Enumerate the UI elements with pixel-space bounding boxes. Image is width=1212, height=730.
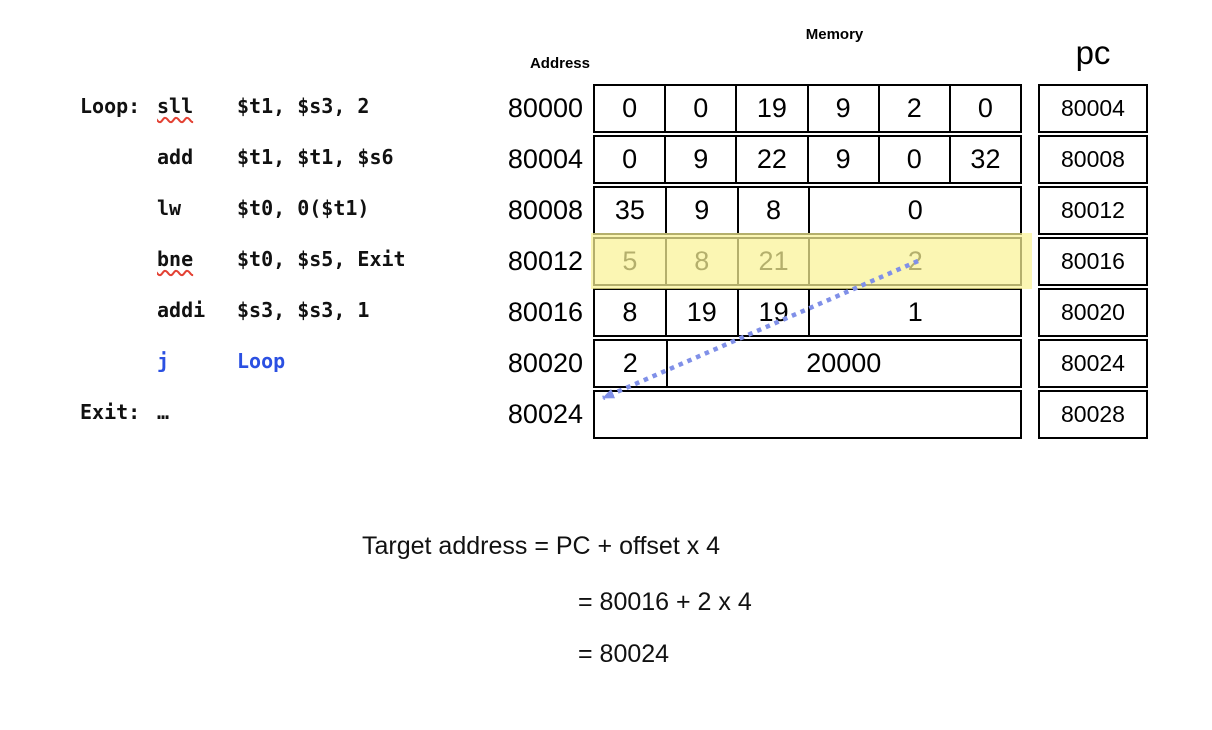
code-line-j: j Loop (80, 335, 406, 386)
memory-cell: 2 (877, 86, 949, 131)
operands-add: $t1, $t1, $s6 (237, 144, 394, 169)
memory-row-80008: 80008 35 9 8 0 (482, 186, 1022, 235)
address-label: 80004 (507, 144, 583, 174)
memory-cell: 0 (877, 137, 949, 182)
code-line-lw: lw $t0, 0($t1) (80, 182, 406, 233)
pc-value: 80028 (1038, 390, 1148, 439)
exit-ellipsis: … (157, 399, 170, 424)
memory-cell: 9 (664, 188, 737, 233)
memory-cell: 0 (808, 188, 1020, 233)
pc-column: 80004 80008 80012 80016 80020 80024 8002… (1038, 84, 1148, 441)
memory-cell: 0 (622, 144, 638, 174)
pc-value: 80020 (1038, 288, 1148, 337)
pc-column-title: pc (1075, 34, 1111, 71)
opcode-sll: sll (157, 93, 194, 118)
memory-cell: 20000 (665, 341, 1021, 386)
opcode-bne: bne (157, 246, 194, 271)
memory-cell-branch-offset: 2 (808, 239, 1020, 284)
memory-cell: 0 (948, 86, 1020, 131)
pc-value: 80004 (1038, 84, 1148, 133)
address-label: 80024 (507, 399, 583, 429)
code-line-addi: addi $s3, $s3, 1 (80, 284, 406, 335)
address-label: 80012 (507, 246, 583, 276)
memory-cell: 5 (622, 246, 638, 276)
memory-title: Memory (805, 26, 864, 43)
pc-value: 80024 (1038, 339, 1148, 388)
address-label: 80016 (507, 297, 583, 327)
memory-cell: 2 (622, 348, 638, 378)
memory-row-80024: 80024 (482, 390, 1022, 439)
formula-line-3: = 80024 (578, 640, 670, 668)
pc-value: 80016 (1038, 237, 1148, 286)
code-line-bne: bne $t0, $s5, Exit (80, 233, 406, 284)
address-label: 80000 (507, 93, 583, 123)
loop-label: Loop: (80, 93, 141, 118)
operands-sll: $t1, $s3, 2 (237, 93, 370, 118)
code-line-sll: Loop: sll $t1, $s3, 2 (80, 80, 406, 131)
opcode-addi: addi (157, 297, 206, 322)
memory-cell: 0 (664, 86, 735, 131)
formula-line-2: = 80016 + 2 x 4 (578, 588, 752, 616)
operands-bne: $t0, $s5, Exit (237, 246, 406, 271)
memory-cell: 19 (664, 290, 737, 335)
memory-cell: 8 (664, 239, 737, 284)
address-column-title: Address (529, 55, 590, 72)
memory-row-80012-highlighted: 80012 5 8 21 2 (482, 237, 1022, 286)
memory-cell: 8 (736, 188, 809, 233)
memory-row-80000: 80000 0 0 19 9 2 0 (482, 84, 1022, 133)
memory-cell: 1 (808, 290, 1020, 335)
memory-cell: 21 (736, 239, 809, 284)
memory-cell: 19 (736, 290, 809, 335)
memory-cell: 8 (622, 297, 638, 327)
memory-row-80020: 80020 2 20000 (482, 339, 1022, 388)
address-label: 80020 (507, 348, 583, 378)
memory-table: 80000 0 0 19 9 2 0 80004 0 9 22 9 0 32 8… (482, 84, 1022, 441)
memory-row-80004: 80004 0 9 22 9 0 32 (482, 135, 1022, 184)
memory-cell: 9 (806, 137, 878, 182)
opcode-add: add (157, 144, 194, 169)
memory-cell: 22 (735, 137, 806, 182)
memory-cell: 35 (614, 195, 645, 225)
memory-cell: 0 (622, 93, 638, 123)
exit-label: Exit: (80, 399, 141, 424)
opcode-j: j (157, 348, 170, 373)
operands-addi: $s3, $s3, 1 (237, 297, 370, 322)
operands-j: Loop (237, 348, 286, 373)
memory-row-80016: 80016 8 19 19 1 (482, 288, 1022, 337)
pc-value: 80012 (1038, 186, 1148, 235)
operands-lw: $t0, 0($t1) (237, 195, 370, 220)
code-line-add: add $t1, $t1, $s6 (80, 131, 406, 182)
opcode-lw: lw (157, 195, 182, 220)
formula-line-1: Target address = PC + offset x 4 (362, 532, 721, 560)
memory-cell: 32 (948, 137, 1020, 182)
address-label: 80008 (507, 195, 583, 225)
code-line-exit: Exit: … (80, 386, 406, 437)
memory-cell: 9 (806, 86, 878, 131)
assembly-code-block: Loop: sll $t1, $s3, 2 add $t1, $t1, $s6 … (80, 80, 406, 437)
pc-value: 80008 (1038, 135, 1148, 184)
memory-cell: 19 (735, 86, 806, 131)
memory-cell: 9 (664, 137, 735, 182)
memory-cell-empty (595, 392, 1020, 437)
